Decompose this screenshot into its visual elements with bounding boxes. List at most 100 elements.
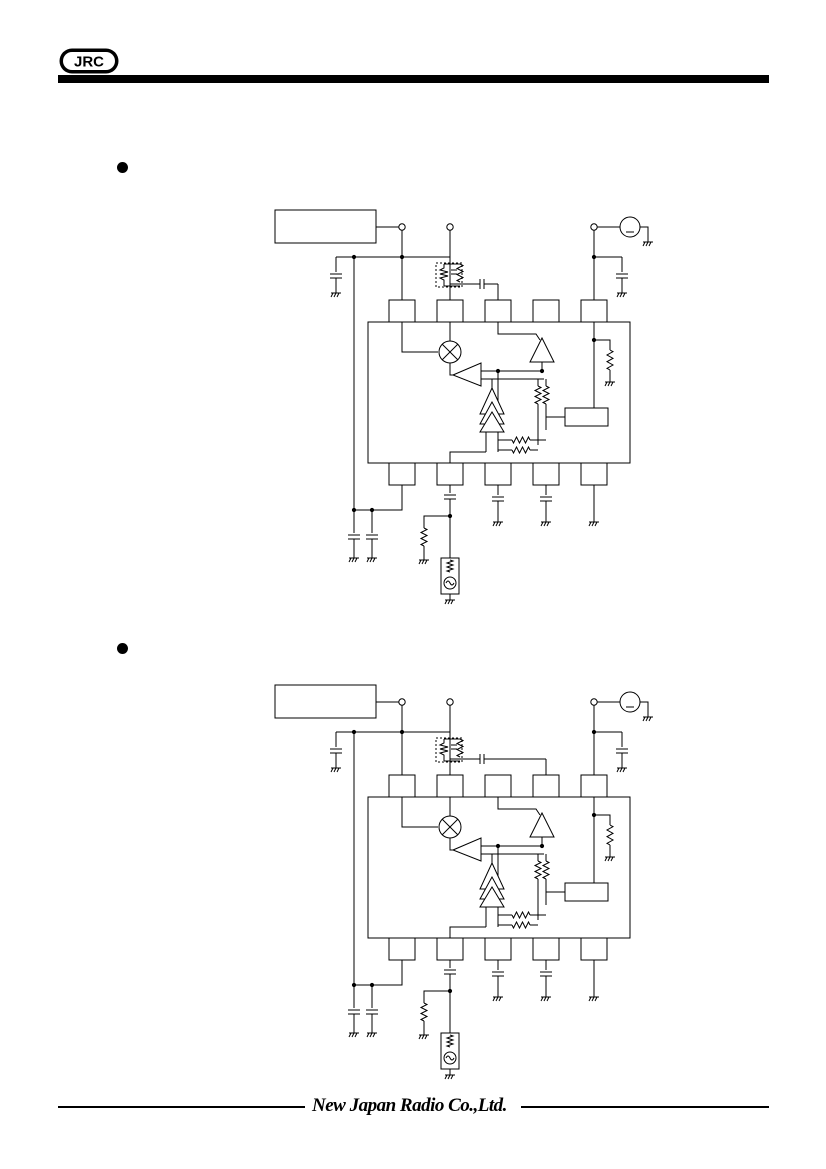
ground-icon — [543, 996, 547, 1002]
wire — [354, 485, 403, 511]
ic-pin-bottom — [436, 462, 464, 486]
ground-icon — [591, 521, 595, 527]
resistor — [455, 738, 465, 758]
junction-dot — [399, 729, 405, 735]
ic-pin-top — [436, 774, 464, 798]
wire — [594, 814, 611, 825]
ground-icon — [619, 767, 623, 773]
ground-icon — [424, 559, 428, 565]
meter-icon — [619, 216, 641, 238]
ic-pin-bottom — [580, 937, 608, 961]
ic-body — [367, 321, 631, 464]
header-rule — [58, 75, 769, 83]
ic-pin-bottom — [532, 462, 560, 486]
wire — [497, 797, 541, 816]
junction-dot — [495, 843, 501, 849]
junction-dot — [447, 988, 453, 994]
ground-icon — [495, 521, 499, 527]
mixer-icon — [441, 818, 459, 836]
resistor — [605, 824, 615, 846]
junction-dot — [539, 368, 545, 374]
terminal — [398, 698, 406, 706]
junction-dot — [369, 507, 375, 513]
resistor — [533, 860, 543, 880]
ic-pin-bottom — [388, 937, 416, 961]
terminal — [446, 223, 454, 231]
junction-dot — [591, 729, 597, 735]
amplifier-triangle — [451, 837, 482, 862]
resistor — [541, 860, 551, 880]
ground-icon — [604, 856, 608, 862]
ground-icon — [498, 996, 502, 1002]
junction-dot — [399, 254, 405, 260]
junction-dot — [351, 254, 357, 260]
ground-icon — [366, 1032, 370, 1038]
wire — [354, 960, 403, 986]
ic-pin-bottom — [484, 937, 512, 961]
application-circuit-top — [274, 209, 653, 605]
resistor — [511, 920, 531, 930]
ground-icon — [351, 1032, 355, 1038]
ic-pin-bottom — [388, 462, 416, 486]
bias-block — [564, 882, 609, 902]
junction-dot — [591, 337, 597, 343]
terminal — [590, 223, 598, 231]
ground-icon — [543, 521, 547, 527]
ground-icon — [450, 1074, 454, 1080]
ic-pin-top — [484, 299, 512, 323]
ground-icon — [354, 557, 358, 563]
ic-body — [367, 796, 631, 939]
ic-pin-top — [580, 299, 608, 323]
resistor — [511, 435, 531, 445]
ground-icon — [369, 557, 373, 563]
resistor — [533, 385, 543, 405]
ground-icon — [333, 767, 337, 773]
ground-icon — [619, 292, 623, 298]
ground-icon — [607, 381, 611, 387]
ground-icon — [495, 996, 499, 1002]
ground-icon — [366, 557, 370, 563]
ac-source-icon — [445, 1055, 455, 1061]
tuned-tank — [435, 737, 463, 763]
footer-rule-left — [58, 1106, 305, 1108]
wire — [401, 797, 438, 828]
terminal — [446, 698, 454, 706]
inductor — [438, 739, 449, 761]
resistor — [605, 349, 615, 371]
ic-pin-top — [532, 774, 560, 798]
junction-dot — [369, 982, 375, 988]
wire — [423, 990, 450, 1003]
ground-icon — [594, 996, 598, 1002]
ground-icon — [616, 767, 620, 773]
logo-text: JRC — [74, 54, 104, 71]
ground-icon — [424, 1034, 428, 1040]
ic-pin-bottom — [436, 937, 464, 961]
ground-icon — [447, 1074, 451, 1080]
bullet-icon — [117, 643, 128, 654]
ground-icon — [421, 1034, 425, 1040]
meter-icon — [619, 691, 641, 713]
ground-icon — [336, 767, 340, 773]
junction-dot — [351, 729, 357, 735]
wire — [449, 451, 486, 463]
junction-dot — [591, 254, 597, 260]
junction-dot — [591, 812, 597, 818]
junction-dot — [447, 513, 453, 519]
resistor — [511, 445, 531, 455]
junction-dot — [539, 843, 545, 849]
ground-icon — [648, 241, 652, 247]
wire — [594, 339, 611, 350]
resistor — [541, 385, 551, 405]
ground-icon — [591, 996, 595, 1002]
ground-icon — [645, 241, 649, 247]
ground-icon — [492, 521, 496, 527]
ground-icon — [498, 521, 502, 527]
ground-icon — [616, 292, 620, 298]
ground-icon — [622, 292, 626, 298]
ground-icon — [604, 381, 608, 387]
ground-icon — [444, 1074, 448, 1080]
amplifier-triangle — [529, 336, 555, 363]
inductor — [438, 264, 449, 286]
ground-icon — [336, 292, 340, 298]
ground-icon — [610, 856, 614, 862]
